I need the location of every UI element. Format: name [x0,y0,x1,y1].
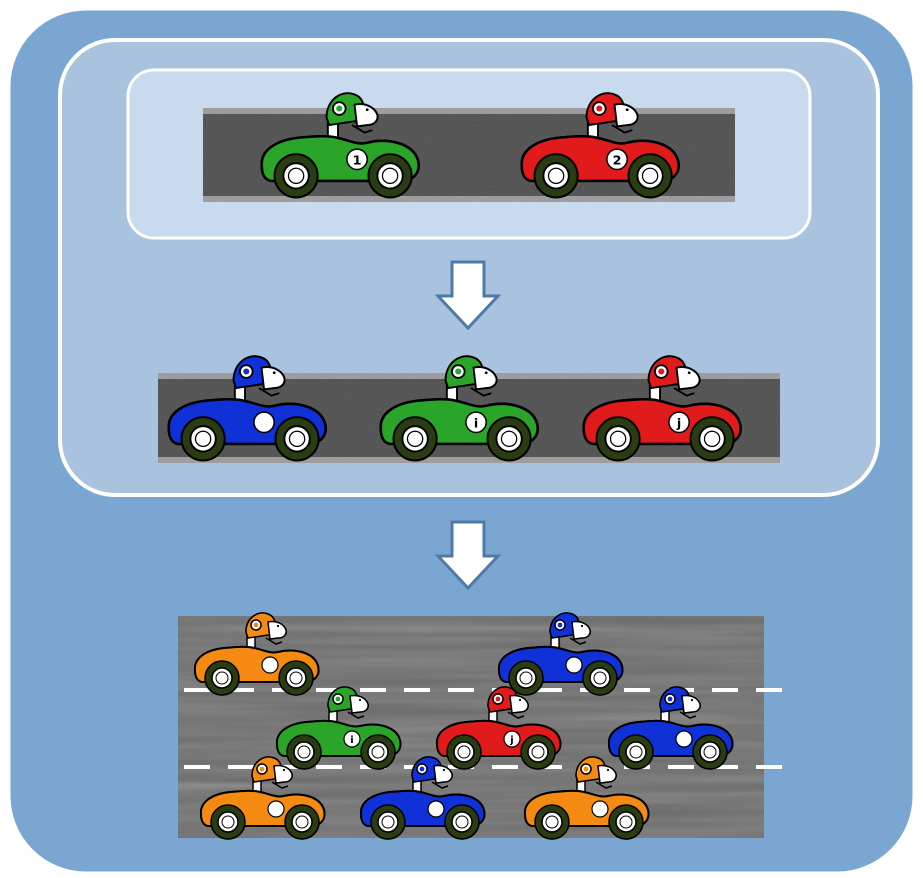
number-badge [261,656,279,674]
lane-dash [492,765,518,769]
number-badge [606,148,628,171]
lane-dash [668,765,694,769]
number-badge [503,730,521,748]
car-number-label: 1 [353,152,362,167]
number-badge [675,730,693,748]
driver-face-icon [472,366,498,391]
race-car-green: i [379,354,539,462]
race-car-orange [199,755,326,840]
driver-face-icon [433,764,453,784]
driver-face-icon [675,366,701,391]
driver-face-icon [571,620,591,640]
car-number-label: 2 [613,152,622,167]
lane-dash [712,765,738,769]
driver-face-icon [353,103,379,128]
lane-dash [228,688,254,692]
race-car-blue [607,685,734,770]
race-car-red: 2 [520,91,680,199]
lane-dash [756,765,782,769]
car-number-label: i [350,735,353,746]
car-number-label: j [676,415,681,430]
driver-face-icon [681,694,701,714]
lane-dash [756,688,782,692]
race-car-green: 1 [260,91,420,199]
number-badge [591,800,609,818]
lane-dash [316,688,342,692]
driver-face-icon [260,366,286,391]
lane-dash [316,765,342,769]
lane-dash [360,688,386,692]
lane-dash [184,688,210,692]
race-car-blue [359,755,486,840]
race-car-green: i [275,685,402,770]
lane-dash [228,765,254,769]
lane-dash [184,765,210,769]
lane-dash [624,688,650,692]
lane-dash [448,688,474,692]
race-car-blue [497,611,624,696]
number-badge [346,148,368,171]
lane-dash [404,688,430,692]
lane-dash [536,688,562,692]
driver-face-icon [267,620,287,640]
driver-face-icon [273,764,293,784]
driver-face-icon [509,694,529,714]
number-badge [465,411,487,434]
driver-face-icon [349,694,369,714]
car-number-label: j [509,735,513,746]
race-car-red: j [582,354,742,462]
number-badge [565,656,583,674]
race-car-orange [193,611,320,696]
car-number-label: i [474,415,478,430]
race-car-blue [167,354,327,462]
number-badge [267,800,285,818]
number-badge [668,411,690,434]
race-car-orange [523,755,650,840]
number-badge [427,800,445,818]
race-car-red: j [435,685,562,770]
lane-dash [712,688,738,692]
driver-face-icon [613,103,639,128]
number-badge [343,730,361,748]
lane-dash [536,765,562,769]
number-badge [253,411,275,434]
driver-face-icon [597,764,617,784]
